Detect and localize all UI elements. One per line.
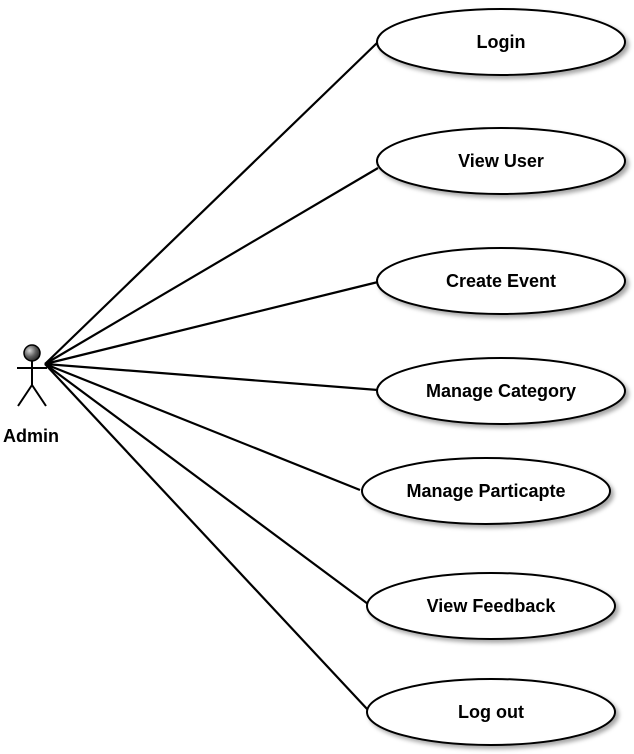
use-case-label: Log out xyxy=(458,702,524,722)
association-login xyxy=(44,41,379,365)
use-case-login[interactable]: Login xyxy=(376,8,626,76)
use-case-ellipse xyxy=(376,127,626,195)
use-case-manage-particapte[interactable]: Manage Particapte xyxy=(361,457,611,525)
use-case-label: Manage Category xyxy=(426,381,576,401)
association-view-user xyxy=(44,167,379,365)
use-case-ellipse xyxy=(376,357,626,425)
use-case-manage-category[interactable]: Manage Category xyxy=(376,357,626,425)
use-case-create-event[interactable]: Create Event xyxy=(376,247,626,315)
use-case-view-feedback[interactable]: View Feedback xyxy=(366,572,616,640)
associations xyxy=(44,41,379,711)
use-case-ellipse xyxy=(376,8,626,76)
actor-label: Admin xyxy=(3,426,59,446)
actor-figure-icon xyxy=(17,344,47,407)
use-case-label: View User xyxy=(458,151,544,171)
use-case-log-out[interactable]: Log out xyxy=(366,678,616,746)
use-case-ellipse xyxy=(376,247,626,315)
use-case-ellipse xyxy=(366,678,616,746)
use-case-ellipse xyxy=(361,457,611,525)
use-case-label: Create Event xyxy=(446,271,556,291)
use-case-label: Login xyxy=(477,32,526,52)
association-create-event xyxy=(44,280,379,366)
actor-admin[interactable]: Admin xyxy=(3,344,59,446)
use-case-view-user[interactable]: View User xyxy=(376,127,626,195)
association-view-feedback xyxy=(44,363,369,605)
use-case-label: View Feedback xyxy=(427,596,557,616)
association-manage-particapte xyxy=(44,362,361,492)
use-case-label: Manage Particapte xyxy=(406,481,565,501)
association-manage-category xyxy=(44,362,379,392)
association-log-out xyxy=(44,363,369,711)
use-case-ellipse xyxy=(366,572,616,640)
